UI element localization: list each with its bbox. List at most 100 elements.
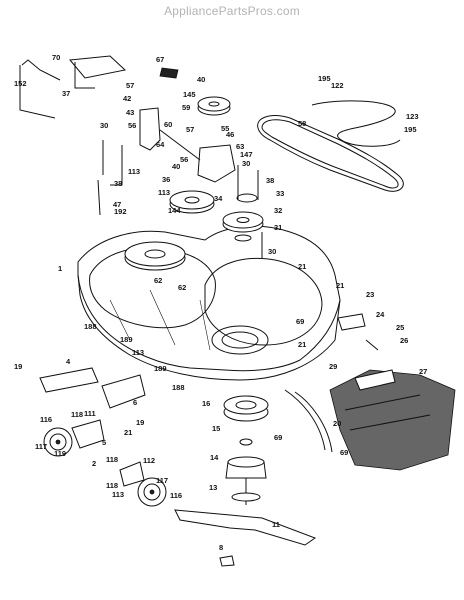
callout-5: 5 bbox=[102, 438, 106, 447]
callout-195: 195 bbox=[318, 74, 331, 83]
callout-21: 21 bbox=[298, 262, 306, 271]
callout-64: 64 bbox=[156, 140, 165, 149]
callout-112: 112 bbox=[143, 456, 155, 465]
callout-21-2: 21 bbox=[336, 281, 344, 290]
callout-38: 38 bbox=[114, 179, 122, 188]
blade-spindle-assembly bbox=[223, 395, 269, 505]
callout-47: 47 bbox=[113, 200, 121, 209]
chute-bracket-23 bbox=[337, 313, 379, 351]
callout-57-2: 57 bbox=[186, 125, 194, 134]
callout-37: 37 bbox=[62, 89, 70, 98]
callout-69-3: 69 bbox=[340, 448, 348, 457]
callout-119: 119 bbox=[54, 449, 66, 458]
gauge-wheel-lower bbox=[137, 477, 167, 507]
callout-118-2: 118 bbox=[106, 455, 118, 464]
callout-11: 11 bbox=[272, 520, 280, 529]
callout-29: 29 bbox=[329, 362, 337, 371]
callout-189-2: 189 bbox=[154, 364, 167, 373]
callout-24: 24 bbox=[376, 310, 385, 319]
callout-62-2: 62 bbox=[178, 283, 186, 292]
callout-57: 57 bbox=[126, 81, 134, 90]
callout-188-2: 188 bbox=[172, 383, 185, 392]
callout-42: 42 bbox=[123, 94, 131, 103]
callout-56-2: 56 bbox=[180, 155, 188, 164]
callout-192: 192 bbox=[114, 207, 127, 216]
callout-21-4: 21 bbox=[124, 428, 132, 437]
callout-118-3: 118 bbox=[106, 481, 118, 490]
callout-67: 67 bbox=[156, 55, 164, 64]
callout-62: 62 bbox=[154, 276, 162, 285]
callout-32: 32 bbox=[274, 206, 282, 215]
callout-25: 25 bbox=[396, 323, 404, 332]
callout-55: 55 bbox=[221, 124, 229, 133]
callout-31: 31 bbox=[274, 223, 282, 232]
callout-189: 189 bbox=[120, 335, 133, 344]
callout-13: 13 bbox=[209, 483, 217, 492]
callout-116-2: 116 bbox=[170, 491, 182, 500]
callout-46: 46 bbox=[226, 130, 234, 139]
callout-63: 63 bbox=[236, 142, 244, 151]
right-deck-pulley bbox=[222, 211, 264, 242]
callout-147: 147 bbox=[240, 150, 253, 159]
mower-deck bbox=[77, 225, 341, 381]
callout-113: 113 bbox=[128, 167, 140, 176]
idler-pulley-145 bbox=[197, 96, 231, 116]
callout-21-3: 21 bbox=[298, 340, 306, 349]
callout-16: 16 bbox=[202, 399, 210, 408]
callout-70: 70 bbox=[52, 53, 60, 62]
left-deck-pulley bbox=[124, 241, 186, 271]
callout-188: 188 bbox=[84, 322, 97, 331]
callout-117-2: 117 bbox=[156, 476, 168, 485]
callout-144: 144 bbox=[168, 206, 181, 215]
callout-38-2: 38 bbox=[266, 176, 274, 185]
callout-113-4: 113 bbox=[112, 490, 124, 499]
deck-hanger-20 bbox=[284, 389, 333, 453]
mower-blade-11 bbox=[174, 509, 317, 567]
callout-15: 15 bbox=[212, 424, 220, 433]
callout-30: 30 bbox=[100, 121, 108, 130]
callout-1: 1 bbox=[58, 264, 62, 273]
callout-30-2: 30 bbox=[242, 159, 250, 168]
callout-123: 123 bbox=[406, 112, 419, 121]
gauge-wheel-upper bbox=[43, 427, 73, 457]
callout-23: 23 bbox=[366, 290, 374, 299]
callout-116: 116 bbox=[40, 415, 52, 424]
callout-118: 118 bbox=[71, 410, 83, 419]
callout-59: 59 bbox=[182, 103, 190, 112]
drive-belt-58 bbox=[257, 115, 404, 192]
site-watermark: AppliancePartsPros.com bbox=[164, 4, 300, 18]
callout-14: 14 bbox=[210, 453, 219, 462]
callout-152: 152 bbox=[14, 79, 27, 88]
callout-117: 117 bbox=[35, 442, 47, 451]
callout-56: 56 bbox=[128, 121, 136, 130]
callout-36: 36 bbox=[162, 175, 170, 184]
lift-linkage bbox=[19, 55, 179, 119]
callout-58: 58 bbox=[298, 119, 306, 128]
callout-27: 27 bbox=[419, 367, 427, 376]
wheel-brackets bbox=[39, 367, 146, 487]
callout-30-3: 30 bbox=[268, 247, 276, 256]
rods-and-bolts bbox=[97, 140, 263, 258]
callout-6: 6 bbox=[133, 398, 137, 407]
callout-4: 4 bbox=[66, 357, 71, 366]
callout-195-2: 195 bbox=[404, 125, 417, 134]
callout-34: 34 bbox=[214, 194, 223, 203]
discharge-chute-27 bbox=[329, 369, 456, 471]
callout-8: 8 bbox=[219, 543, 223, 552]
callout-43: 43 bbox=[126, 108, 134, 117]
callout-40: 40 bbox=[197, 75, 205, 84]
callout-20: 20 bbox=[333, 419, 341, 428]
callout-69-2: 69 bbox=[274, 433, 282, 442]
callout-111: 111 bbox=[84, 409, 96, 418]
callout-33: 33 bbox=[276, 189, 284, 198]
cable-123 bbox=[311, 100, 401, 147]
idler-arm-bracket bbox=[139, 107, 236, 183]
callout-40-2: 40 bbox=[172, 162, 180, 171]
callout-19: 19 bbox=[14, 362, 22, 371]
callout-113-2: 113 bbox=[158, 188, 170, 197]
callout-26: 26 bbox=[400, 336, 408, 345]
callout-60: 60 bbox=[164, 120, 172, 129]
callout-145: 145 bbox=[183, 90, 196, 99]
callout-19-2: 19 bbox=[136, 418, 144, 427]
